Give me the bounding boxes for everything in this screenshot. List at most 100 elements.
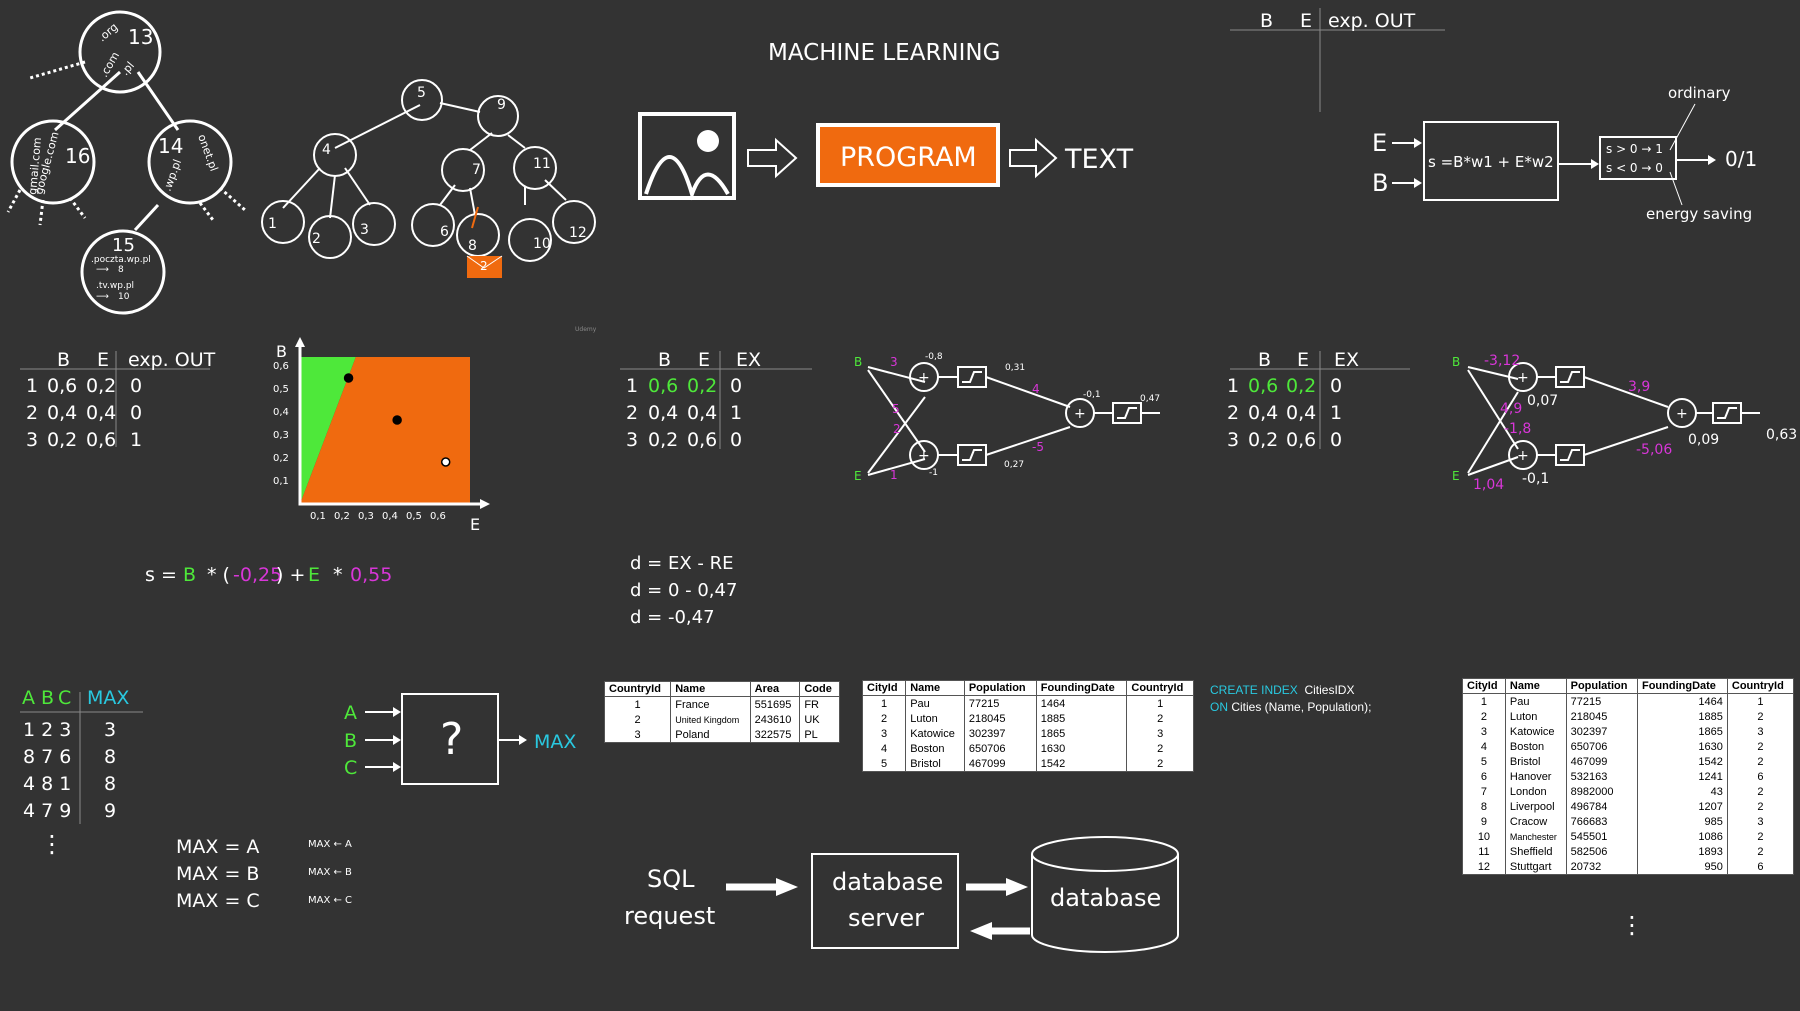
panel-binary-tree: 5 9 4 7 11 1 2 3 6 8 10 12 2 bbox=[0, 0, 600, 337]
diagram-label: 3 bbox=[890, 355, 898, 369]
data-point bbox=[392, 415, 402, 425]
program-box bbox=[816, 123, 1000, 187]
diagram-shape bbox=[507, 134, 526, 149]
panel-domain-tree: 13 .org .com .pl 16 google.com gmail.com… bbox=[0, 0, 600, 337]
table-header-cell: FoundingDate bbox=[1636, 678, 1728, 694]
diagram-label: 10 bbox=[118, 292, 130, 302]
table-cell: 467099 bbox=[1565, 754, 1638, 769]
diagram-shape bbox=[411, 203, 455, 247]
table-header-cell: CountryId bbox=[1126, 680, 1194, 696]
table-cell: 1865 bbox=[1035, 726, 1128, 741]
table-cell: 77215 bbox=[1565, 693, 1638, 709]
diagram-shape bbox=[1717, 407, 1737, 419]
diagram-label: s > 0 → 1 bbox=[1606, 142, 1663, 156]
diagram-label: 0,1 bbox=[273, 476, 289, 487]
table-cell: 1 bbox=[1726, 693, 1795, 709]
diagram-label: 2 bbox=[26, 402, 38, 424]
diagram-label: 8 bbox=[104, 746, 116, 768]
table-cell: 1630 bbox=[1636, 739, 1728, 754]
diagram-label: + bbox=[1517, 370, 1529, 386]
panel-index: CREATE INDEX CitiesIDX ON Cities (Name, … bbox=[1200, 674, 1800, 1011]
table-cell: 1630 bbox=[1035, 741, 1128, 756]
table-cell: 2 bbox=[1726, 799, 1795, 814]
diagram-label: E bbox=[1372, 129, 1387, 157]
table-cell: Stuttgart bbox=[1504, 859, 1567, 875]
diagram-label: ) + bbox=[276, 564, 305, 586]
diagram-label: 0,3 bbox=[358, 511, 374, 522]
diagram-label: -0,1 bbox=[1083, 390, 1101, 400]
diagram-label: 0,31 bbox=[1005, 363, 1025, 373]
neuron-box bbox=[1423, 121, 1559, 201]
binary-tree-diagram: 5 9 4 7 11 1 2 3 6 8 10 12 2 bbox=[261, 79, 596, 278]
table-cell: 950 bbox=[1636, 859, 1728, 875]
diagram-label: B bbox=[854, 355, 862, 369]
table-cell: Sheffield bbox=[1504, 844, 1567, 859]
diagram-label: C bbox=[58, 687, 71, 709]
diagram-shape bbox=[644, 155, 730, 201]
diagram-label: 0,6 bbox=[47, 375, 77, 397]
diagram-label: 1 bbox=[26, 375, 38, 397]
diagram-label: 4 7 9 bbox=[23, 800, 71, 822]
table-cell: 551695 bbox=[749, 696, 801, 712]
diagram-label: 5 bbox=[892, 402, 900, 416]
table-header-cell: Name bbox=[670, 681, 751, 697]
diagram-label: 0,4 bbox=[687, 402, 717, 424]
ml-title: MACHINE LEARNING bbox=[768, 40, 1000, 66]
diagram-label: 0,6 bbox=[1286, 429, 1316, 451]
diagram-label: 8 7 6 bbox=[23, 746, 71, 768]
diagram-label: * ( bbox=[207, 564, 230, 586]
diagram-label: B bbox=[1452, 355, 1460, 369]
diagram-label: database bbox=[1050, 884, 1161, 912]
table-cell: 1 bbox=[1126, 695, 1194, 711]
diagram-label: 6 bbox=[440, 224, 449, 240]
diagram-label: 2 bbox=[893, 422, 901, 436]
table-cell: 3 bbox=[1726, 724, 1795, 739]
diagram-shape bbox=[962, 449, 982, 461]
diagram-shape bbox=[867, 366, 926, 383]
diagram-label: 0,47 bbox=[1140, 394, 1160, 404]
table-cell: Liverpool bbox=[1504, 799, 1567, 814]
diagram-label: -1,8 bbox=[1504, 421, 1531, 437]
diagram-shape bbox=[441, 148, 485, 192]
diagram-label: 0,2 bbox=[273, 453, 289, 464]
diagram-shape bbox=[867, 369, 926, 453]
diagram-shape bbox=[544, 179, 567, 201]
diagram-label: -0,25 bbox=[233, 564, 282, 586]
diagram-label: 9 bbox=[497, 97, 506, 113]
diagram-label: 0,2 bbox=[334, 511, 350, 522]
table-cell: 2 bbox=[1726, 784, 1795, 799]
table-cell: 20732 bbox=[1565, 859, 1638, 875]
table-cell: Pau bbox=[905, 695, 965, 711]
table-header-cell: CityId bbox=[861, 680, 907, 696]
diagram-label: 0,4 bbox=[1286, 402, 1316, 424]
diagram-label: 0,6 bbox=[430, 511, 446, 522]
diagram-shape bbox=[1414, 178, 1422, 188]
diagram-shape bbox=[469, 187, 476, 216]
diagram-label: MAX ← B bbox=[308, 867, 352, 878]
diagram-label: 2 bbox=[480, 259, 488, 273]
diagram-label: d = 0 - 0,47 bbox=[630, 580, 737, 601]
table-header-cell: FoundingDate bbox=[1035, 680, 1128, 696]
diagram-label: B bbox=[344, 730, 357, 752]
table-cell: 2 bbox=[1726, 754, 1795, 769]
diagram-label: 7 bbox=[472, 162, 481, 178]
diagram-shape bbox=[962, 371, 982, 383]
diagram-label: database bbox=[832, 868, 943, 896]
node-16 bbox=[10, 119, 96, 205]
table-cell: 2 bbox=[1462, 709, 1506, 724]
diagram-label: A bbox=[22, 687, 35, 709]
diagram-label: ⟶ bbox=[96, 292, 109, 302]
diagram-label: + bbox=[918, 370, 930, 386]
diagram-label: + bbox=[1074, 406, 1086, 422]
diagram-label: B bbox=[1258, 349, 1271, 371]
diagram-label: gmail.com bbox=[26, 137, 44, 195]
diagram-label: 0,2 bbox=[86, 375, 116, 397]
diagram-shape bbox=[308, 215, 352, 259]
diagram-label: E bbox=[854, 469, 862, 483]
